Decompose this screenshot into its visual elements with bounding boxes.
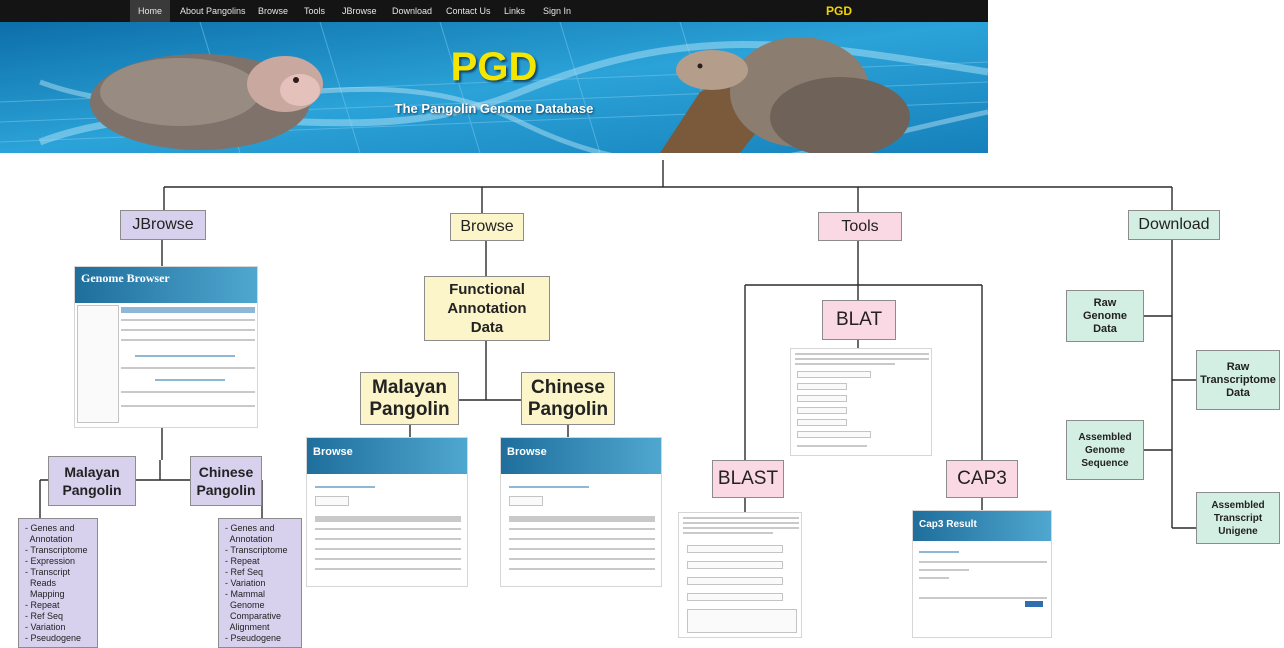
browse-chinese-thumb-title: Browse — [507, 446, 547, 458]
functional-annotation-data-node[interactable]: Functional Annotation Data — [424, 276, 550, 341]
list-item: - Transcriptome — [225, 545, 288, 555]
browse-chinese-thumbnail: Browse — [500, 437, 662, 587]
list-item: - Transcriptome — [25, 545, 88, 555]
blat-node[interactable]: BLAT — [822, 300, 896, 340]
jbrowse-chinese-label: Chinese Pangolin — [196, 464, 256, 498]
list-item: - Transcript — [25, 567, 71, 577]
list-item: - Mammal — [225, 589, 265, 599]
assembled-transcript-unigene-node[interactable]: Assembled Transcript Unigene — [1196, 492, 1280, 544]
cap3-thumb-title: Cap3 Result — [919, 519, 977, 530]
tools-label: Tools — [841, 217, 879, 235]
browse-label: Browse — [460, 218, 514, 235]
pangolin-left-illustration — [90, 54, 323, 150]
list-item: Mapping — [25, 589, 65, 599]
nav-bar: Home About Pangolins Browse Tools JBrows… — [0, 0, 988, 22]
cap3-result-thumbnail: Cap3 Result — [912, 510, 1052, 638]
pgd-banner: Home About Pangolins Browse Tools JBrows… — [0, 0, 988, 153]
list-item: - Genes and — [225, 523, 275, 533]
assembled-genome-sequence-node[interactable]: Assembled Genome Sequence — [1066, 420, 1144, 480]
raw-genome-data-node[interactable]: Raw Genome Data — [1066, 290, 1144, 342]
browse-malayan-thumbnail: Browse — [306, 437, 468, 587]
nav-browse[interactable]: Browse — [258, 6, 289, 16]
tools-node[interactable]: Tools — [818, 212, 902, 241]
list-item: - Variation — [225, 578, 266, 588]
nav-home[interactable]: Home — [130, 0, 171, 22]
nav-brand-logo[interactable]: PGD — [825, 4, 852, 18]
functional-annotation-label: Functional Annotation Data — [447, 281, 527, 336]
list-item: - Ref Seq — [225, 567, 264, 577]
nav-links[interactable]: Links — [504, 6, 526, 16]
jbrowse-malayan-label: Malayan Pangolin — [62, 464, 122, 498]
download-label: Download — [1138, 216, 1210, 233]
list-item: - Ref Seq — [25, 611, 64, 621]
browse-node[interactable]: Browse — [450, 213, 524, 241]
nav-jbrowse[interactable]: JBrowse — [342, 6, 377, 16]
list-item: - Genes and — [25, 523, 75, 533]
blast-form-thumbnail — [678, 512, 802, 638]
nav-about-pangolins[interactable]: About Pangolins — [180, 6, 246, 16]
jbrowse-genome-browser-thumbnail: Genome Browser — [74, 266, 258, 428]
jbrowse-chinese-pangolin-node[interactable]: Chinese Pangolin — [190, 456, 262, 506]
download-node[interactable]: Download — [1128, 210, 1220, 240]
blast-label: BLAST — [717, 468, 779, 489]
blast-node[interactable]: BLAST — [712, 460, 784, 498]
nav-sign-in[interactable]: Sign In — [543, 6, 572, 16]
browse-chinese-pangolin-node[interactable]: Chinese Pangolin — [521, 372, 615, 425]
raw-genome-label: Raw Genome Data — [1082, 296, 1127, 335]
jbrowse-chinese-track-list: - Genes and Annotation - Transcriptome -… — [218, 518, 302, 648]
list-item: Alignment — [225, 622, 270, 632]
banner-subtitle: The Pangolin Genome Database — [394, 101, 594, 116]
list-item: - Variation — [25, 622, 66, 632]
blat-label: BLAT — [835, 309, 883, 330]
nav-download[interactable]: Download — [392, 6, 433, 16]
assembled-genome-label: Assembled Genome Sequence — [1078, 431, 1132, 469]
nav-tools[interactable]: Tools — [304, 6, 326, 16]
list-item: Annotation — [225, 534, 273, 544]
jbrowse-label: JBrowse — [132, 216, 194, 233]
raw-transcriptome-label: Raw Transcriptome Data — [1200, 360, 1276, 399]
jbrowse-node[interactable]: JBrowse — [120, 210, 206, 240]
jbrowse-malayan-track-list: - Genes and Annotation - Transcriptome -… — [18, 518, 98, 648]
browse-chinese-label: Chinese Pangolin — [527, 376, 609, 420]
list-item: Genome — [225, 600, 265, 610]
browse-malayan-thumb-title: Browse — [313, 446, 353, 458]
jbrowse-malayan-pangolin-node[interactable]: Malayan Pangolin — [48, 456, 136, 506]
browse-malayan-label: Malayan Pangolin — [369, 376, 450, 420]
list-item: - Repeat — [25, 600, 60, 610]
cap3-label: CAP3 — [957, 468, 1007, 489]
list-item: Reads — [25, 578, 57, 588]
raw-transcriptome-data-node[interactable]: Raw Transcriptome Data — [1196, 350, 1280, 410]
banner-artwork — [0, 22, 988, 153]
list-item: - Pseudogene — [225, 633, 282, 643]
list-item: - Pseudogene — [25, 633, 82, 643]
nav-contact-us[interactable]: Contact Us — [446, 6, 491, 16]
list-item: Comparative — [225, 611, 282, 621]
list-item: Annotation — [25, 534, 73, 544]
banner-title: PGD — [450, 45, 538, 89]
cap3-node[interactable]: CAP3 — [946, 460, 1018, 498]
jbrowse-thumb-title: Genome Browser — [81, 271, 170, 285]
browse-malayan-pangolin-node[interactable]: Malayan Pangolin — [360, 372, 459, 425]
pangolin-right-illustration — [660, 37, 910, 153]
assembled-transcript-label: Assembled Transcript Unigene — [1211, 499, 1265, 537]
list-item: - Expression — [25, 556, 76, 566]
blat-form-thumbnail — [790, 348, 932, 456]
list-item: - Repeat — [225, 556, 260, 566]
